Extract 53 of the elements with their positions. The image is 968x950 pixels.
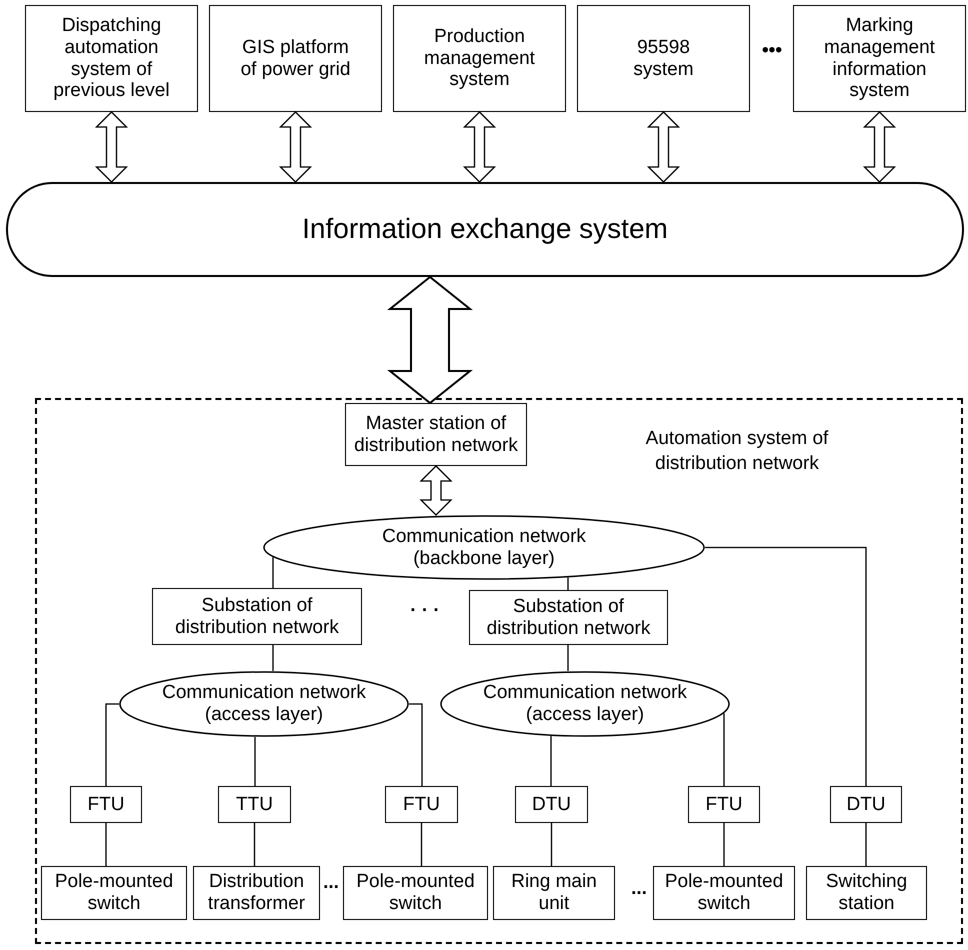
system-box: Pole-mounted switch <box>41 866 187 920</box>
network-ellipse: Communication network (backbone layer) <box>263 515 705 580</box>
system-box: FTU <box>688 786 760 823</box>
system-box: Pole-mounted switch <box>343 866 488 920</box>
system-box: FTU <box>385 786 458 823</box>
system-box: Substation of distribution network <box>152 588 362 645</box>
connector-line <box>105 823 107 866</box>
connector-line <box>105 703 119 786</box>
double-arrow <box>278 111 312 183</box>
system-box: Switching station <box>806 866 927 920</box>
connector-line <box>272 557 274 588</box>
connector-line <box>550 736 552 786</box>
double-arrow <box>646 111 680 183</box>
system-box: Substation of distribution network <box>469 590 668 645</box>
double-arrow <box>419 465 453 516</box>
ellipsis-mark: ... <box>322 872 340 894</box>
system-box: DTU <box>515 786 588 823</box>
dashed-boundary <box>35 398 963 944</box>
connector-line <box>865 823 867 866</box>
connector-line <box>567 578 569 590</box>
system-box: DTU <box>830 786 902 823</box>
system-box: Ring main unit <box>493 866 615 920</box>
exchange-bus: Information exchange system <box>6 182 964 277</box>
system-box: TTU <box>218 786 291 823</box>
system-box: Marking management information system <box>793 5 966 112</box>
network-ellipse: Communication network (access layer) <box>440 671 730 737</box>
connector-line <box>254 823 256 866</box>
double-arrow <box>462 111 496 183</box>
connector-line <box>550 823 552 866</box>
system-box: Dispatching automation system of previous level <box>25 5 198 112</box>
system-box: Master station of distribution network <box>345 403 527 466</box>
system-box: FTU <box>70 786 142 823</box>
connector-line <box>705 546 867 786</box>
system-box: Distribution transformer <box>193 866 320 920</box>
group-title: Automation system of distribution network <box>644 427 830 476</box>
ellipsis-mark: ••• <box>761 40 783 62</box>
system-box: Pole-mounted switch <box>653 866 795 920</box>
connector-line <box>272 645 274 671</box>
double-arrow <box>387 276 473 404</box>
double-arrow <box>94 111 128 183</box>
double-arrow <box>862 111 896 183</box>
network-ellipse: Communication network (access layer) <box>119 671 409 737</box>
system-box: Production management system <box>393 5 566 112</box>
connector-line <box>723 713 725 786</box>
ellipsis-mark: ... <box>630 878 648 900</box>
system-box: GIS platform of power grid <box>209 5 382 112</box>
connector-line <box>567 645 569 671</box>
connector-line <box>254 736 256 786</box>
connector-line <box>420 823 422 866</box>
connector-line <box>723 823 725 866</box>
connector-line <box>409 703 423 786</box>
ellipsis-mark: · · · <box>409 600 441 622</box>
system-box: 95598 system <box>577 5 750 112</box>
